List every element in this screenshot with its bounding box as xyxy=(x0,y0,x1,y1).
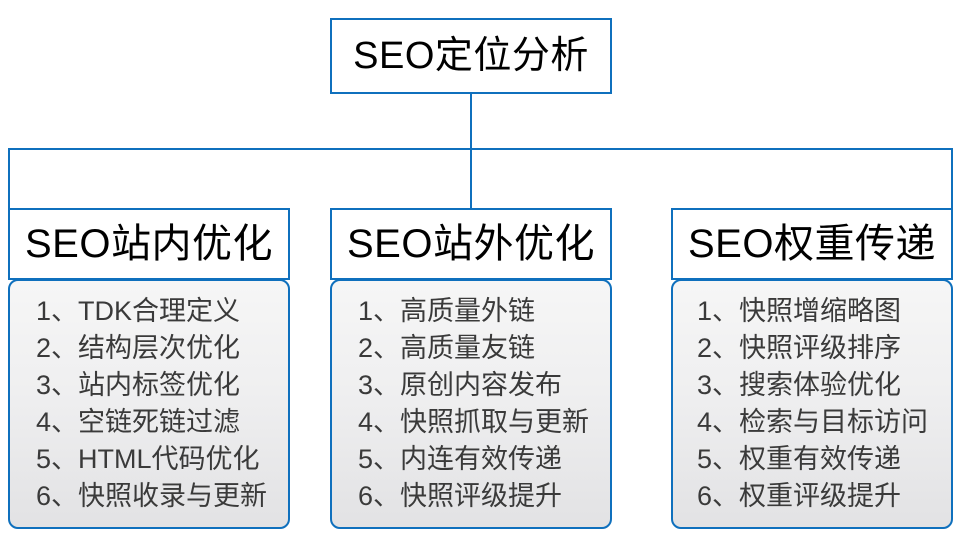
root-node[interactable]: SEO定位分析 xyxy=(330,18,612,94)
list-item: 1、快照增缩略图 xyxy=(697,296,902,326)
branch-2-list: 1、高质量外链 2、高质量友链 3、原创内容发布 4、快照抓取与更新 5、内连有… xyxy=(330,279,612,529)
branch-3-title: SEO权重传递 xyxy=(688,222,936,266)
connector-branch-1-drop xyxy=(8,148,10,208)
list-item: 4、空链死链过滤 xyxy=(36,407,241,437)
branch-1-header[interactable]: SEO站内优化 xyxy=(8,208,290,280)
branch-1-title: SEO站内优化 xyxy=(25,222,273,266)
list-item: 5、HTML代码优化 xyxy=(36,444,260,474)
list-item: 1、TDK合理定义 xyxy=(36,296,241,326)
list-item: 2、快照评级排序 xyxy=(697,333,902,363)
list-item: 3、站内标签优化 xyxy=(36,370,241,400)
branch-3-header[interactable]: SEO权重传递 xyxy=(671,208,953,280)
connector-branch-3-drop xyxy=(951,148,953,208)
list-item: 5、权重有效传递 xyxy=(697,444,902,474)
branch-2-header[interactable]: SEO站外优化 xyxy=(330,208,612,280)
list-item: 3、原创内容发布 xyxy=(358,370,563,400)
connector-horizontal-bus xyxy=(8,148,953,150)
list-item: 5、内连有效传递 xyxy=(358,444,563,474)
branch-2-title: SEO站外优化 xyxy=(347,222,595,266)
list-item: 6、权重评级提升 xyxy=(697,481,902,511)
list-item: 3、搜索体验优化 xyxy=(697,370,902,400)
list-item: 4、检索与目标访问 xyxy=(697,407,929,437)
branch-column-3: SEO权重传递 1、快照增缩略图 2、快照评级排序 3、搜索体验优化 4、检索与… xyxy=(671,208,953,529)
list-item: 6、快照收录与更新 xyxy=(36,481,268,511)
branch-1-list: 1、TDK合理定义 2、结构层次优化 3、站内标签优化 4、空链死链过滤 5、H… xyxy=(8,279,290,529)
branch-column-2: SEO站外优化 1、高质量外链 2、高质量友链 3、原创内容发布 4、快照抓取与… xyxy=(330,208,612,529)
list-item: 2、结构层次优化 xyxy=(36,333,241,363)
list-item: 2、高质量友链 xyxy=(358,333,536,363)
branch-column-1: SEO站内优化 1、TDK合理定义 2、结构层次优化 3、站内标签优化 4、空链… xyxy=(8,208,290,529)
list-item: 4、快照抓取与更新 xyxy=(358,407,590,437)
list-item: 1、高质量外链 xyxy=(358,296,536,326)
list-item: 6、快照评级提升 xyxy=(358,481,563,511)
root-node-label: SEO定位分析 xyxy=(353,35,589,77)
connector-branch-2-drop xyxy=(470,148,472,208)
connector-root-stem xyxy=(470,93,472,150)
branch-3-list: 1、快照增缩略图 2、快照评级排序 3、搜索体验优化 4、检索与目标访问 5、权… xyxy=(671,279,953,529)
